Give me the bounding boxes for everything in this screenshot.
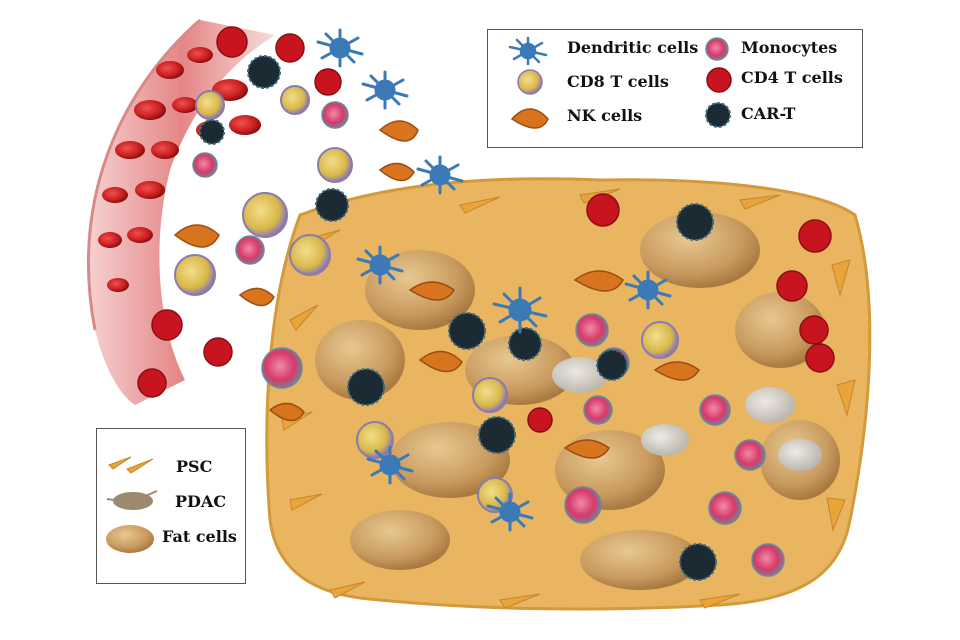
stroma-legend: PSC PDAC Fat cells bbox=[96, 428, 246, 584]
legend-label-car-t: CAR-T bbox=[741, 104, 796, 123]
legend-label-nk-cells: NK cells bbox=[567, 106, 643, 125]
cd4-t-cell-icon bbox=[706, 67, 732, 93]
legend-label-cd8-t-cells: CD8 T cells bbox=[567, 72, 669, 91]
cd4-t-cells bbox=[137, 26, 835, 433]
legend-label-psc: PSC bbox=[176, 457, 213, 476]
legend-label-dendritic-cells: Dendritic cells bbox=[567, 38, 699, 57]
dendritic-cells bbox=[316, 28, 672, 532]
legend-label-monocytes: Monocytes bbox=[741, 38, 838, 57]
pdac-icon bbox=[106, 490, 158, 510]
nk-cells bbox=[173, 120, 700, 459]
monocyte-icon bbox=[705, 37, 729, 61]
cd8-t-cell-icon bbox=[517, 69, 543, 95]
nk-cell-icon bbox=[510, 108, 549, 129]
immune-cell-legend: Dendritic cells Monocytes CD8 T cells CD… bbox=[487, 29, 863, 148]
car-t-cells bbox=[199, 55, 717, 581]
cd8-t-cells bbox=[174, 85, 679, 513]
legend-label-pdac: PDAC bbox=[175, 492, 227, 511]
fat-cell-icon bbox=[106, 525, 154, 553]
car-t-cell-icon bbox=[705, 102, 731, 128]
legend-label-cd4-t-cells: CD4 T cells bbox=[741, 68, 843, 87]
legend-label-fat-cells: Fat cells bbox=[162, 527, 237, 546]
dendritic-cell-icon bbox=[508, 36, 548, 66]
psc-icon bbox=[108, 456, 154, 474]
